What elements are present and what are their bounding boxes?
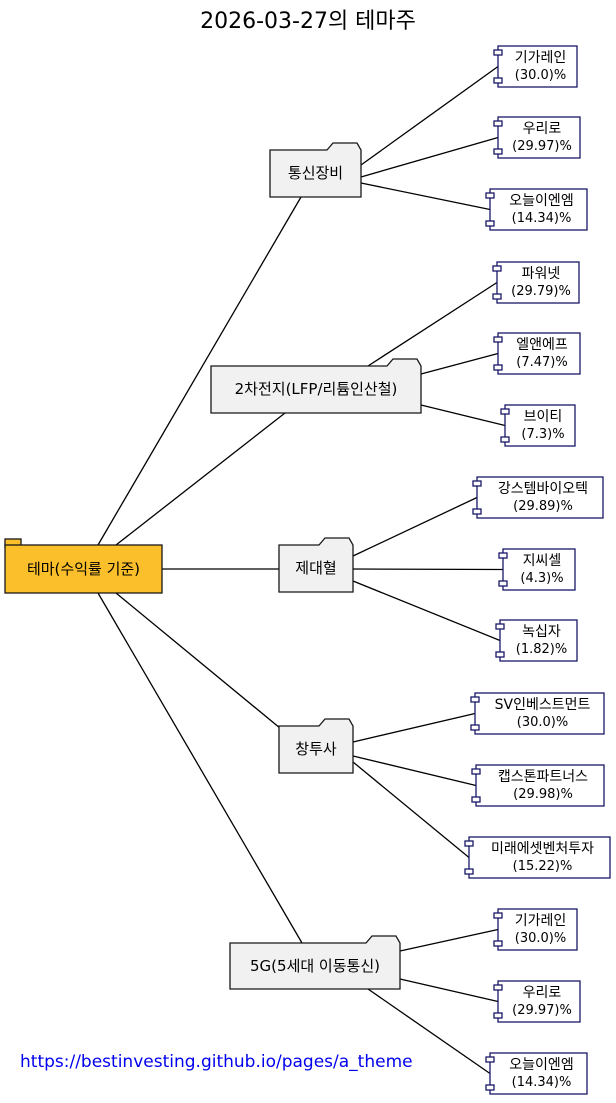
stock-node: 파워넷 (29.79)% [492, 261, 580, 304]
root-connector-4 [115, 592, 287, 734]
stock-name: 엘앤에프 [516, 337, 568, 353]
stock-connector-1-3 [360, 182, 491, 211]
stock-connector-2-3 [420, 404, 506, 427]
root-connector-1 [97, 196, 302, 546]
stock-connector-4-2 [352, 755, 477, 787]
stock-return-pct: (14.34)% [512, 211, 572, 226]
stock-connector-3-3 [352, 580, 501, 642]
stock-name: 지씨셀 [523, 553, 562, 569]
stock-return-pct: (29.97)% [512, 139, 572, 154]
theme-node-2: 2차전지(LFP/리튬인산철) [210, 358, 422, 414]
theme-node-3: 제대혈 [278, 537, 354, 593]
stock-name: 기가레인 [515, 913, 567, 929]
theme-label: 2차전지(LFP/리튬인산철) [235, 380, 398, 398]
stock-connector-2-2 [420, 352, 499, 375]
stock-return-pct: (14.34)% [512, 1075, 572, 1090]
diagram-nodes: 테마(수익률 기준)통신장비기가레인(30.0)%우리로(29.97)%오늘이엔… [4, 45, 611, 1095]
source-link[interactable]: https://bestinvesting.github.io/pages/a_… [20, 1052, 413, 1072]
stock-connector-5-2 [399, 978, 499, 1003]
stock-return-pct: (7.3)% [521, 427, 564, 442]
stock-node: 지씨셀 (4.3)% [498, 548, 576, 591]
stock-name: 캡스톤파트너스 [498, 769, 588, 785]
stock-name: 오늘이엔엠 [509, 193, 573, 209]
stock-node: 기가레인 (30.0)% [493, 908, 578, 951]
stock-connector-2-1 [367, 281, 498, 367]
stock-node: 녹십자 (1.82)% [495, 619, 578, 662]
stock-connector-5-1 [399, 928, 499, 952]
stock-node: 오늘이엔엠 (14.34)% [485, 188, 588, 231]
stock-name: 녹십자 [522, 624, 561, 640]
stock-return-pct: (4.3)% [520, 571, 563, 586]
stock-node: SV인베스트먼트 (30.0)% [470, 692, 605, 735]
stock-connector-3-2 [352, 568, 504, 571]
stock-node: 우리로 (29.97)% [493, 980, 581, 1023]
stock-name: SV인베스트먼트 [495, 697, 591, 713]
stock-return-pct: (7.47)% [516, 355, 567, 370]
stock-connector-4-3 [352, 761, 470, 859]
theme-label: 창투사 [295, 740, 337, 758]
stock-name: 우리로 [523, 121, 562, 137]
theme-node-1: 통신장비 [269, 142, 362, 198]
stock-name: 기가레인 [515, 50, 567, 66]
stock-connector-5-3 [367, 988, 491, 1075]
stock-return-pct: (29.89)% [513, 499, 573, 514]
stock-node: 오늘이엔엠 (14.34)% [485, 1052, 588, 1095]
stock-name: 브이티 [524, 409, 563, 425]
stock-connector-3-1 [352, 496, 478, 557]
stock-return-pct: (30.0)% [515, 931, 566, 946]
stock-return-pct: (29.97)% [512, 1003, 572, 1018]
stock-name: 파워넷 [522, 266, 561, 282]
stock-node: 우리로 (29.97)% [493, 116, 581, 159]
stock-node: 엘앤에프 (7.47)% [493, 332, 581, 375]
stock-connector-1-1 [360, 65, 499, 166]
stock-return-pct: (29.79)% [511, 284, 571, 299]
theme-label: 통신장비 [288, 164, 343, 182]
stock-connector-4-1 [352, 712, 476, 743]
stock-node: 브이티 (7.3)% [500, 404, 576, 447]
stock-node: 캡스톤파트너스 (29.98)% [471, 764, 605, 807]
stock-name: 미래에셋벤처투자 [491, 841, 594, 857]
root-label: 테마(수익률 기준) [27, 560, 140, 578]
connector-lines [97, 65, 506, 1075]
root-connector-5 [97, 592, 303, 944]
stock-return-pct: (30.0)% [515, 68, 566, 83]
root-connector-2 [115, 412, 286, 546]
stock-connector-1-2 [360, 136, 499, 178]
stock-return-pct: (1.82)% [516, 642, 567, 657]
stock-node: 기가레인 (30.0)% [493, 45, 578, 88]
root-node: 테마(수익률 기준) [4, 538, 163, 594]
theme-label: 5G(5세대 이동통신) [250, 957, 380, 975]
stock-name: 우리로 [523, 985, 562, 1001]
stock-name: 강스템바이오텍 [498, 481, 588, 497]
theme-node-5: 5G(5세대 이동통신) [229, 935, 401, 990]
theme-label: 제대혈 [295, 559, 336, 577]
stock-node: 강스템바이오텍 (29.89)% [472, 476, 604, 519]
stock-return-pct: (15.22)% [513, 859, 573, 874]
theme-node-4: 창투사 [278, 718, 354, 774]
page-title: 2026-03-27의 테마주 [200, 9, 416, 34]
stock-return-pct: (29.98)% [513, 787, 573, 802]
stock-return-pct: (30.0)% [517, 715, 568, 730]
stock-name: 오늘이엔엠 [509, 1057, 573, 1073]
stock-node: 미래에셋벤처투자 (15.22)% [464, 836, 611, 879]
